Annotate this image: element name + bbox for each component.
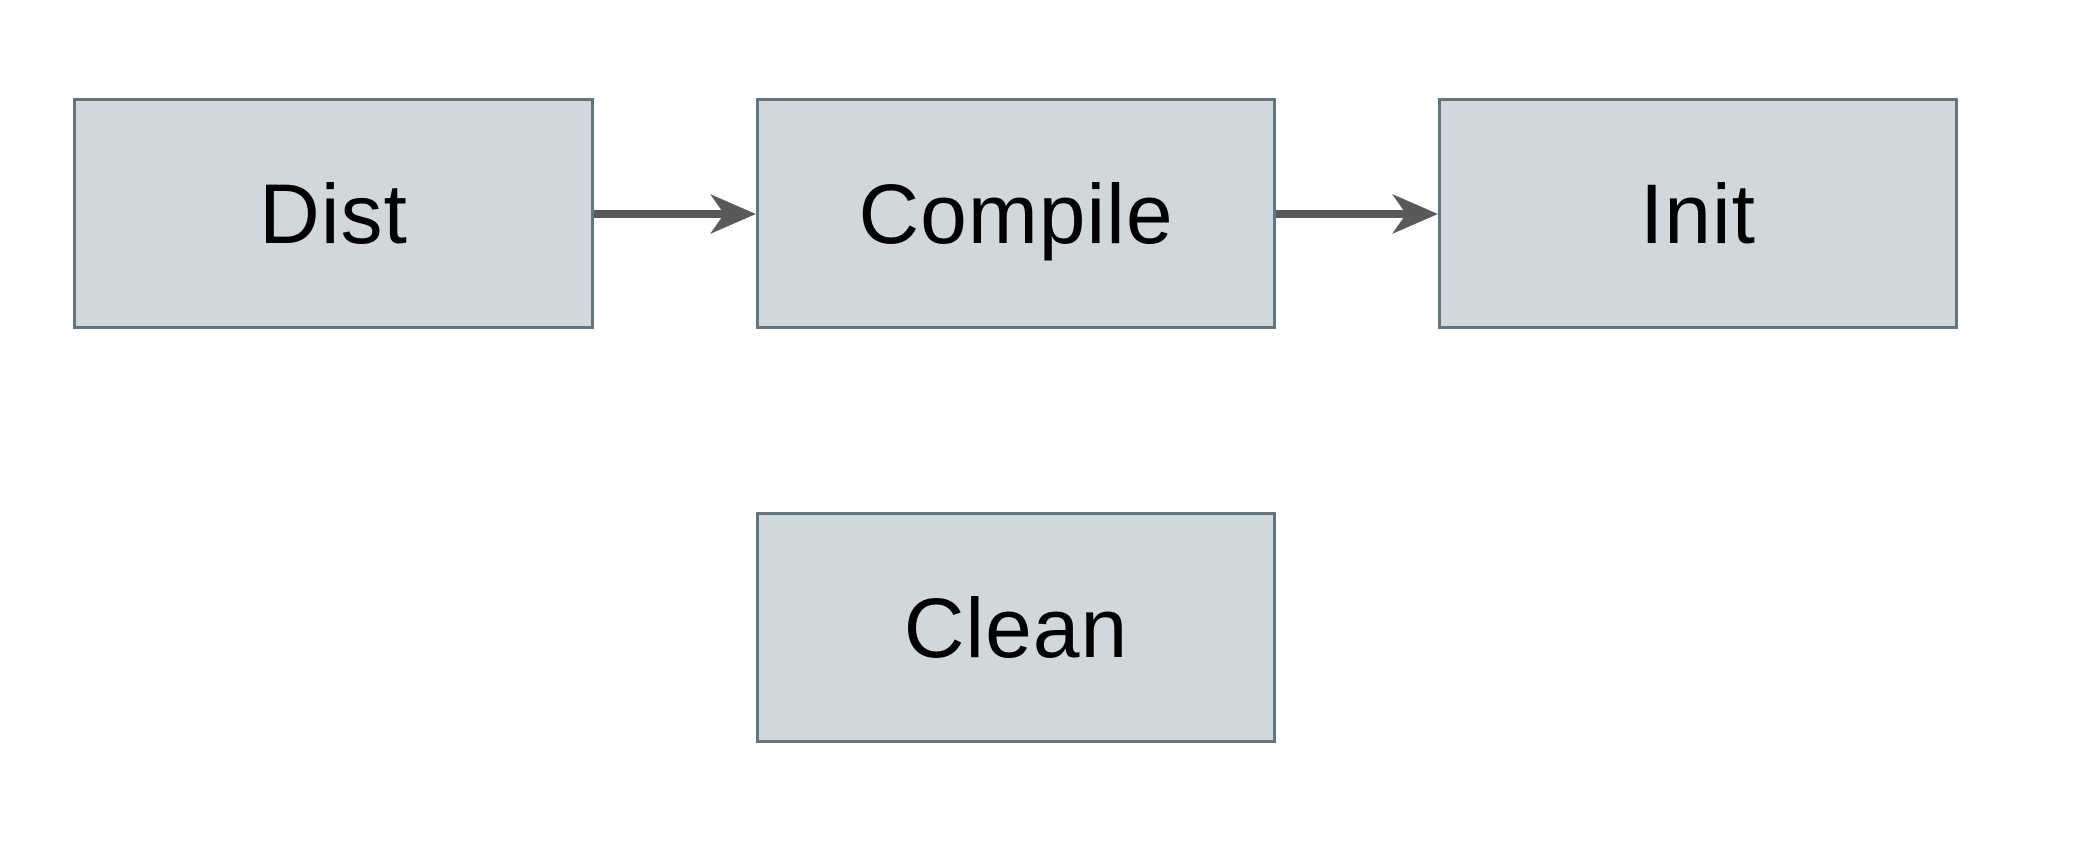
node-compile: Compile xyxy=(756,98,1276,329)
node-dist-label: Dist xyxy=(259,166,408,261)
arrowhead-right-icon xyxy=(710,194,756,234)
node-dist: Dist xyxy=(73,98,594,329)
node-clean: Clean xyxy=(756,512,1276,743)
node-init: Init xyxy=(1438,98,1958,329)
edge-compile-to-init xyxy=(1276,194,1438,234)
node-init-label: Init xyxy=(1639,166,1757,261)
arrowhead-right-icon xyxy=(1392,194,1438,234)
node-compile-label: Compile xyxy=(858,166,1174,261)
node-clean-label: Clean xyxy=(903,580,1129,675)
edge-dist-to-compile xyxy=(594,194,756,234)
